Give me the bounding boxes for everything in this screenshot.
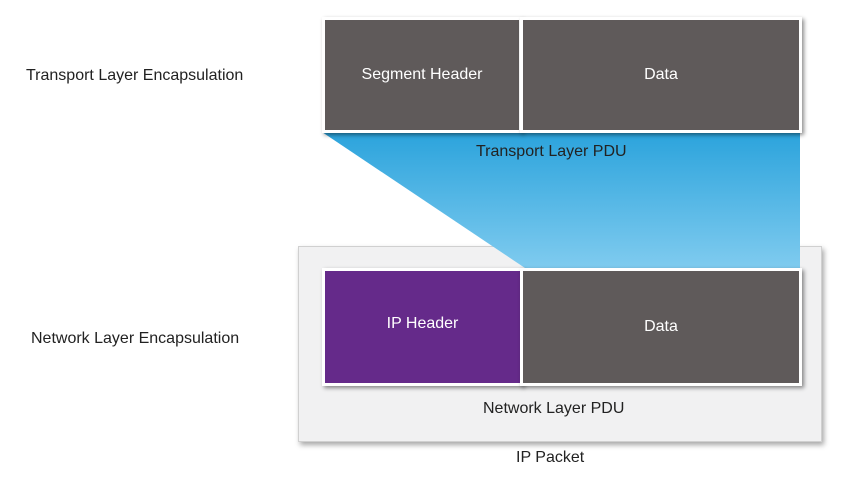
transport-data-label: Data [644, 66, 678, 83]
segment-header-label: Segment Header [361, 66, 483, 83]
network-data-box: Data [520, 268, 802, 386]
ip-header-box: IP Header [322, 268, 523, 386]
segment-header-box: Segment Header [322, 17, 522, 133]
transport-data-box: Data [520, 17, 802, 133]
transport-layer-label: Transport Layer Encapsulation [26, 67, 244, 84]
ip-packet-caption: IP Packet [516, 449, 585, 466]
network-pdu-caption: Network Layer PDU [483, 400, 625, 417]
network-layer-label: Network Layer Encapsulation [31, 330, 240, 347]
transport-pdu-caption: Transport Layer PDU [476, 143, 627, 160]
network-data-label: Data [644, 318, 678, 335]
ip-header-label: IP Header [386, 315, 459, 332]
funnel-shape [322, 132, 800, 268]
